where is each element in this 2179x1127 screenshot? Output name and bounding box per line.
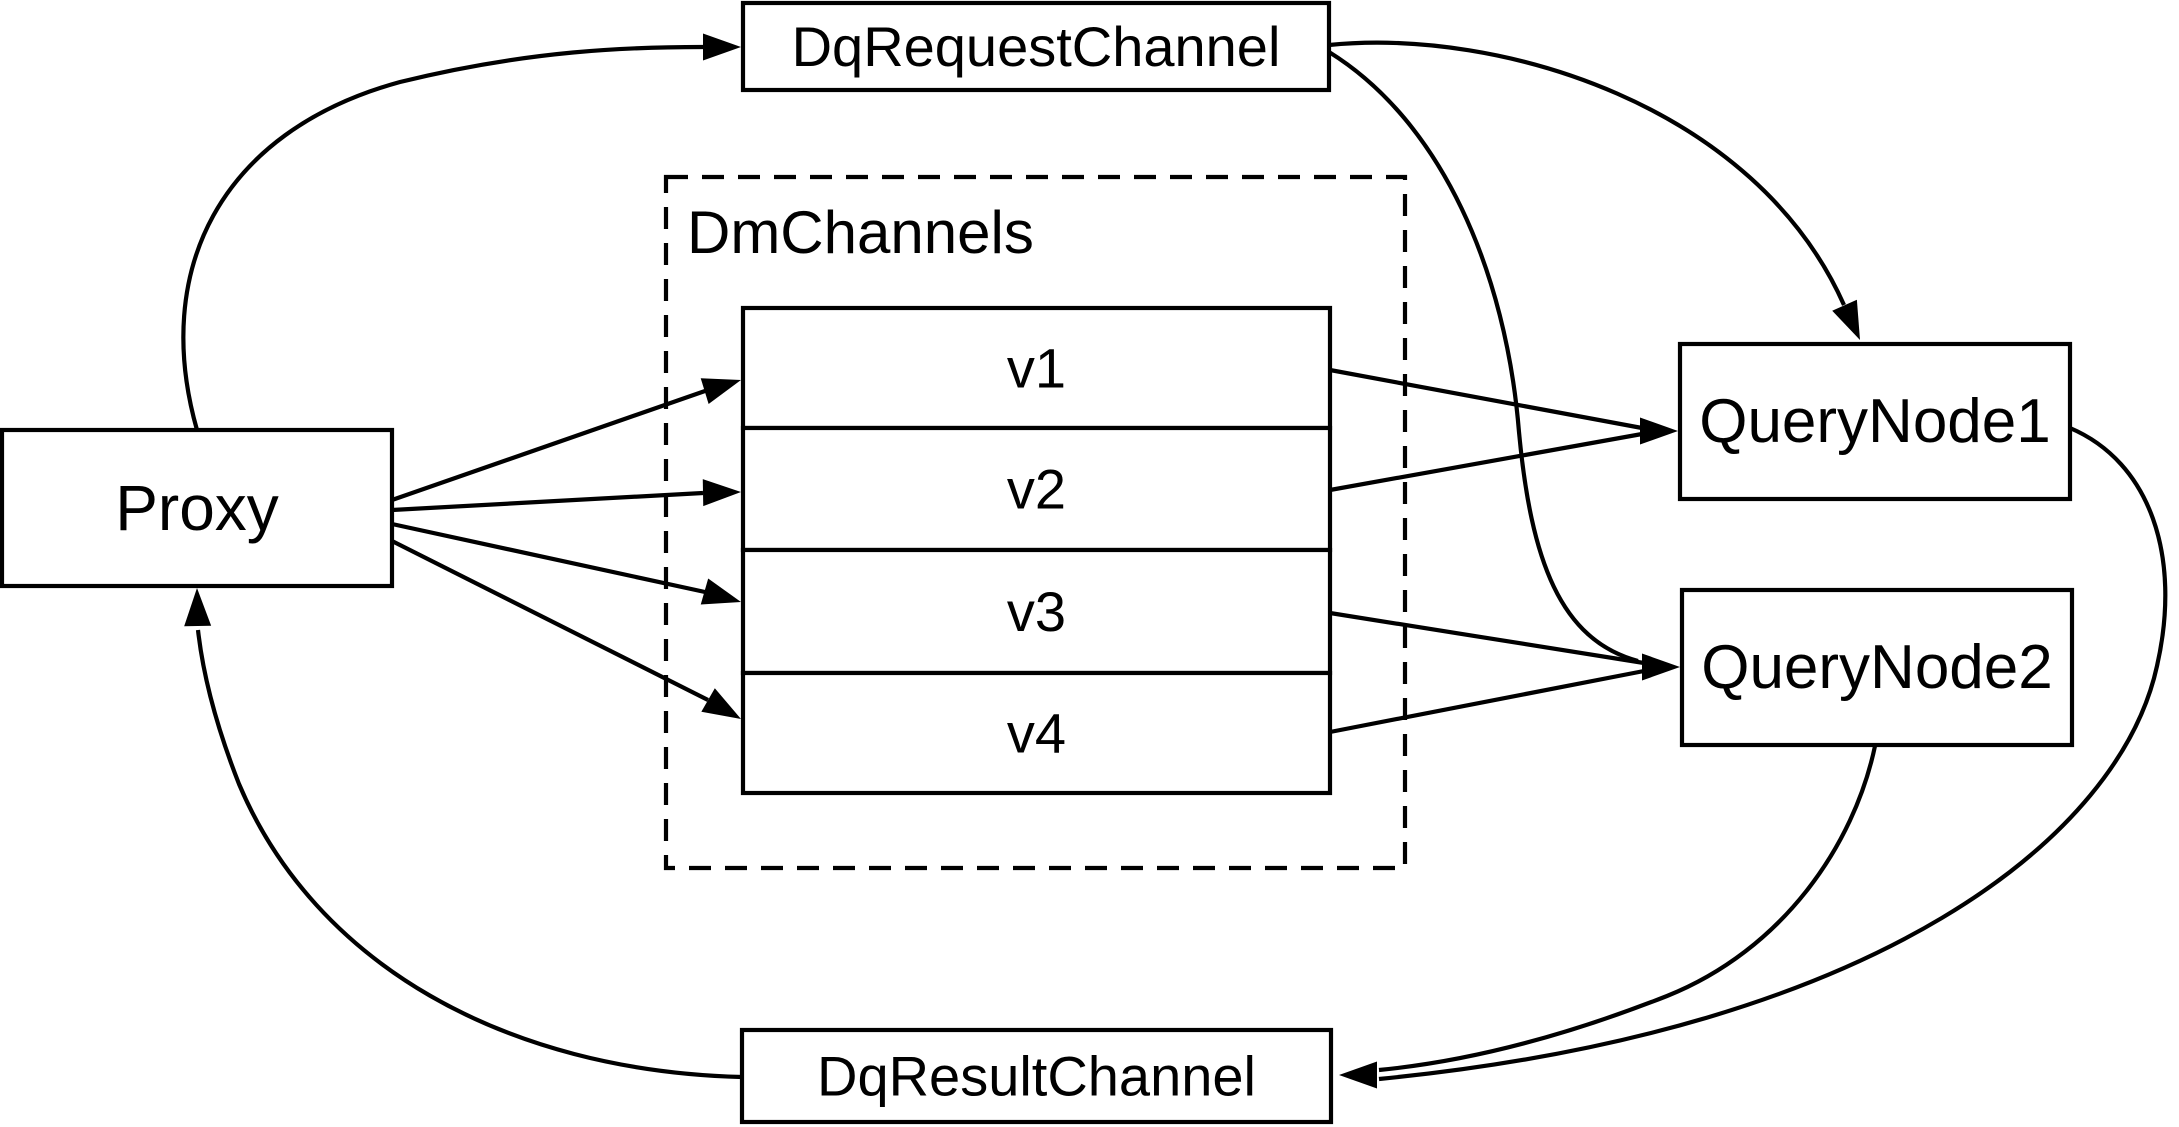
node-dq-request-channel-box: [740, 0, 1332, 93]
edge-proxy-to-v2: [391, 490, 704, 513]
arrowhead-into-v3: [700, 578, 741, 605]
node-proxy: Proxy: [0, 427, 395, 589]
edge-dq-request-channel-to-query-node-1: [1328, 40, 1846, 306]
node-dq-result-channel-label: DqResultChannel: [817, 1045, 1256, 1108]
arrowhead-into-v4: [701, 688, 741, 719]
edge-v3-to-query-node-2: [1329, 610, 1645, 666]
node-dm-channels-box: [663, 174, 1408, 871]
arrowhead-into-dq-result-channel: [1339, 1061, 1377, 1089]
node-dq-request-channel: DqRequestChannel: [740, 0, 1332, 93]
edge-v2-to-query-node-1: [1329, 431, 1643, 493]
node-dm-channels-label: DmChannels: [687, 199, 1034, 266]
node-v2-label: v2: [1007, 458, 1066, 521]
edge-proxy-to-v1: [391, 389, 706, 502]
edge-dq-result-channel-to-proxy: [195, 629, 743, 1080]
node-v3: v3: [740, 547, 1333, 676]
node-query-node-1: QueryNode1: [1677, 341, 2073, 502]
node-dm-channels: DmChannels: [663, 174, 1408, 871]
arrowhead-into-v1: [700, 378, 741, 405]
node-query-node-2: QueryNode2: [1679, 587, 2075, 748]
edge-query-node-1-to-dq-result-channel: [1378, 426, 2168, 1082]
node-v4-label: v4: [1007, 702, 1066, 765]
node-v2-box: [740, 425, 1333, 553]
node-v1-label: v1: [1007, 337, 1066, 400]
node-proxy-label: Proxy: [115, 472, 279, 544]
node-v4-box: [740, 670, 1333, 796]
edge-v1-to-query-node-1: [1329, 367, 1643, 431]
node-dq-result-channel: DqResultChannel: [739, 1027, 1334, 1125]
arrowhead-into-proxy-bottom: [184, 588, 212, 627]
arrowhead-into-query-node-1-top: [1832, 299, 1860, 340]
node-dq-result-channel-box: [739, 1027, 1334, 1125]
node-v3-label: v3: [1007, 580, 1066, 643]
node-query-node-1-label: QueryNode1: [1699, 387, 2051, 456]
arrowhead-into-query-node-1-left: [1640, 417, 1678, 445]
node-v4: v4: [740, 670, 1333, 796]
edge-proxy-to-v3: [391, 521, 706, 595]
node-v1: v1: [740, 305, 1333, 431]
node-dq-request-channel-label: DqRequestChannel: [792, 15, 1281, 78]
node-query-node-2-box: [1679, 587, 2075, 748]
node-proxy-box: [0, 427, 395, 589]
edge-proxy-to-dq-request-channel: [181, 44, 704, 431]
arrowhead-into-v2: [702, 479, 741, 507]
node-query-node-1-box: [1677, 341, 2073, 502]
node-v3-box: [740, 547, 1333, 676]
edge-query-node-2-to-dq-result-channel: [1378, 745, 1878, 1073]
node-query-node-2-label: QueryNode2: [1701, 633, 2053, 702]
edge-proxy-to-v4: [391, 539, 709, 702]
arrowhead-into-dq-request-channel: [703, 33, 741, 61]
arrowhead-into-query-node-2-left: [1642, 653, 1680, 681]
edge-v4-to-query-node-2: [1329, 668, 1645, 735]
node-v2: v2: [740, 425, 1333, 553]
edge-dq-request-channel-to-query-node-2: [1327, 50, 1639, 664]
